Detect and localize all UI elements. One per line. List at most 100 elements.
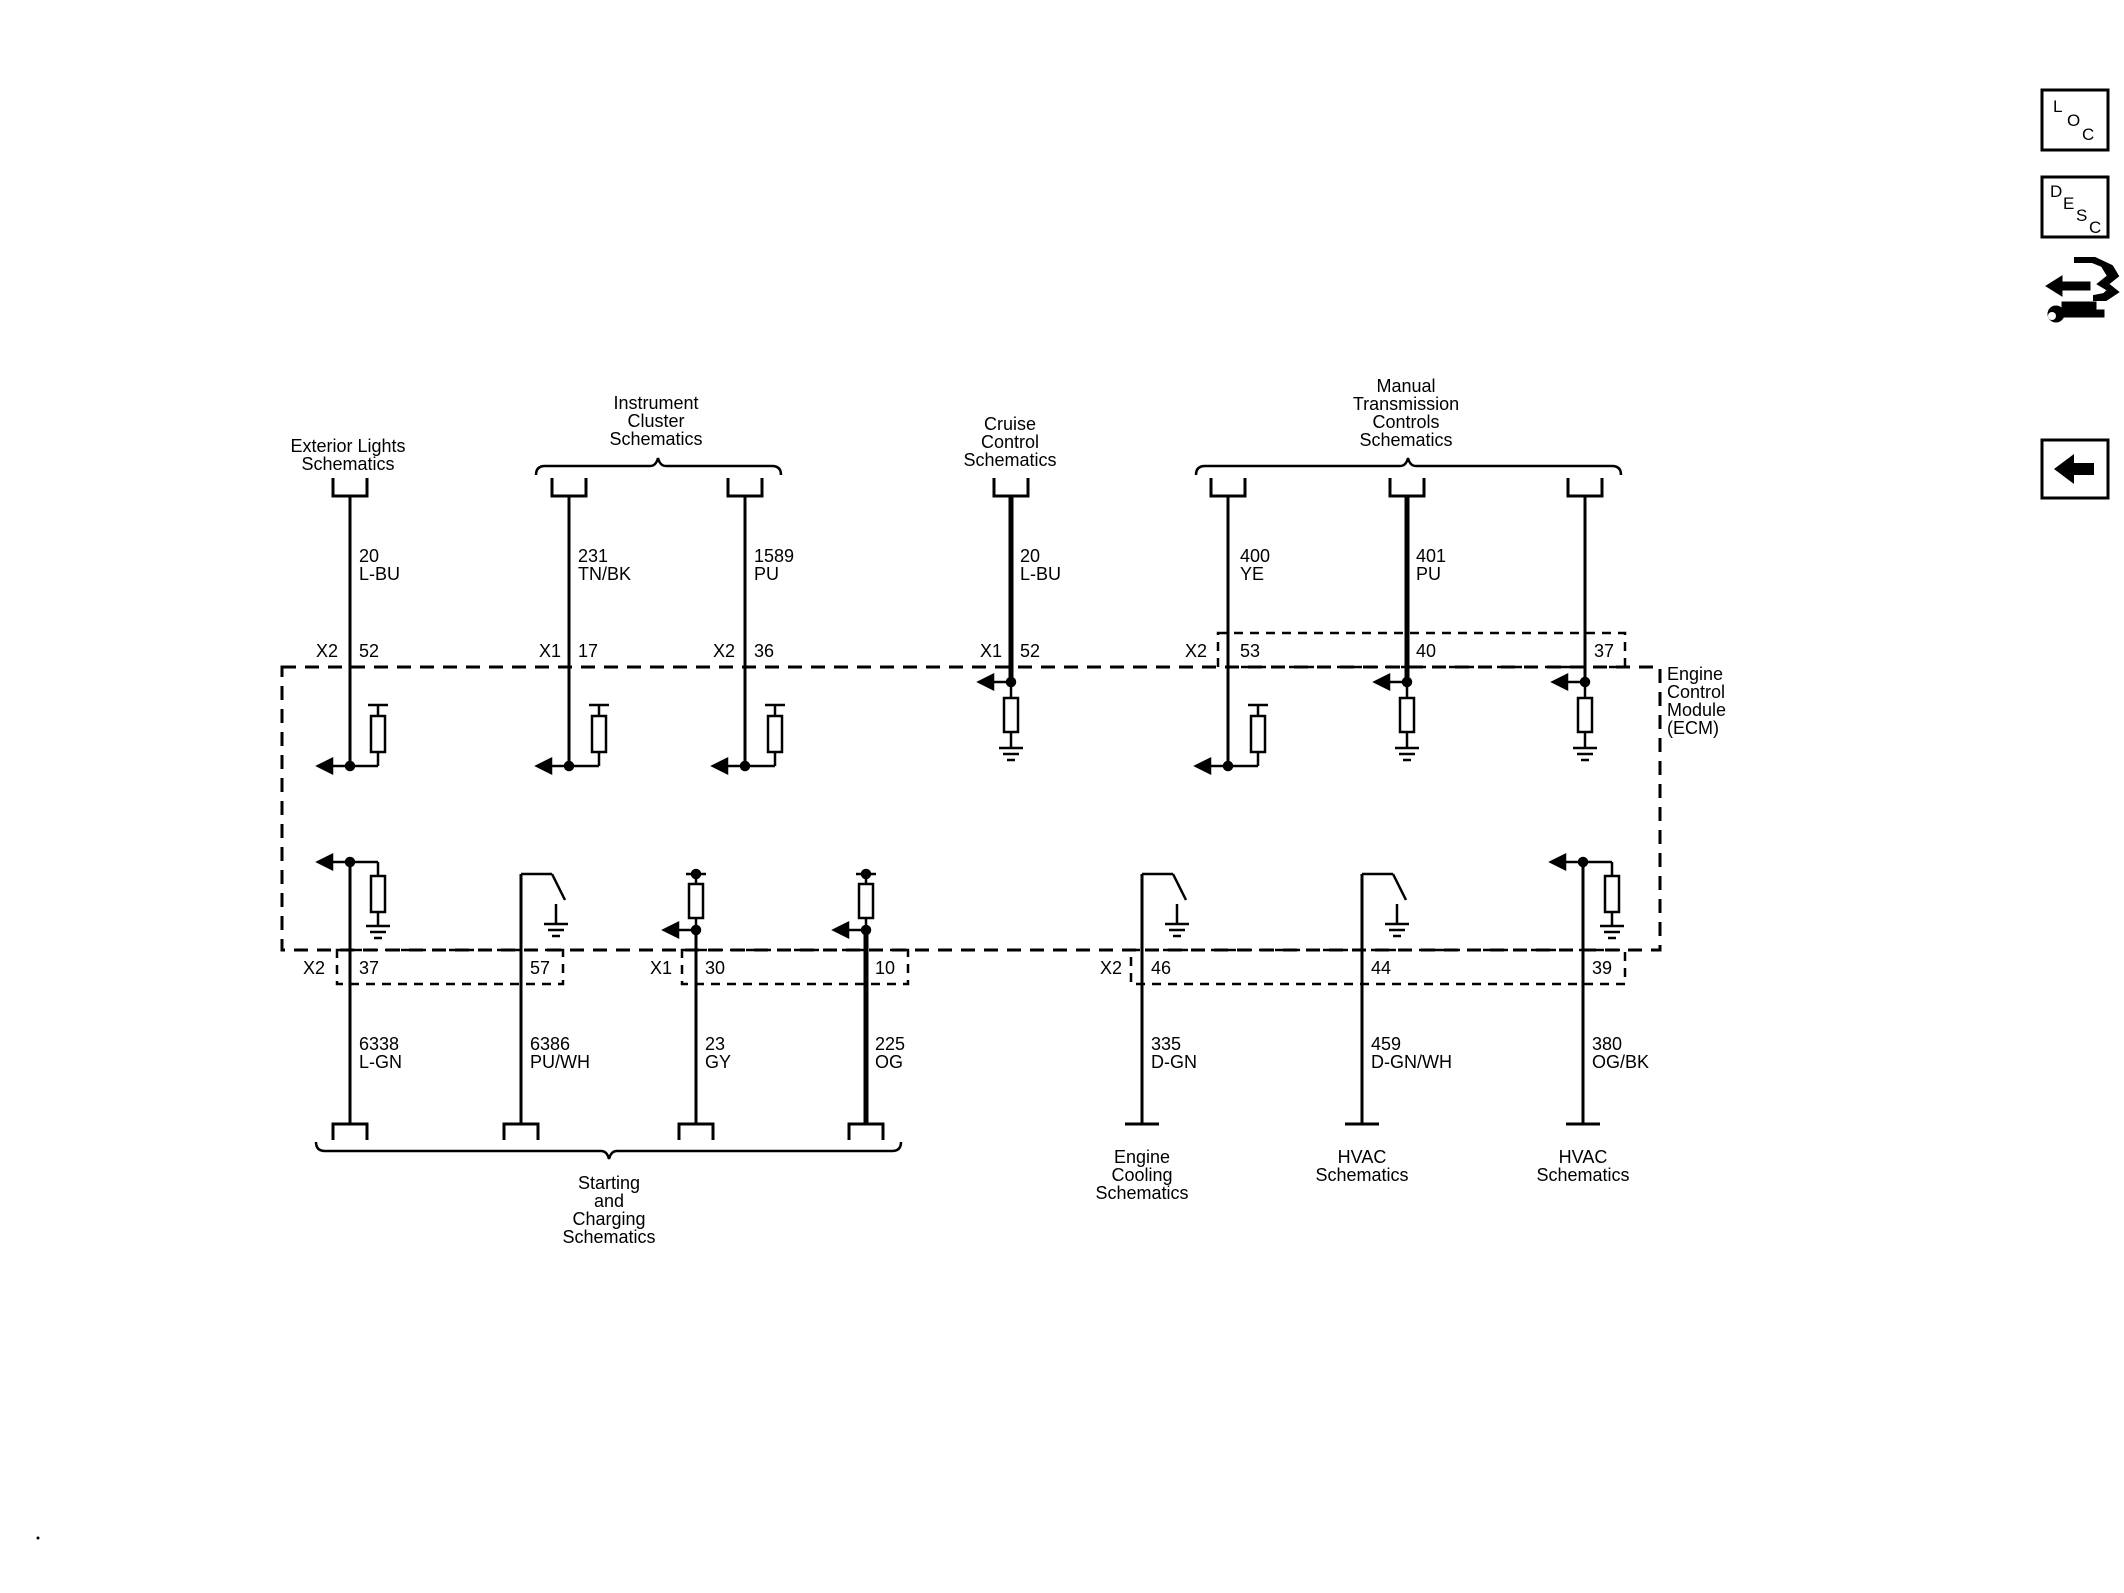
bottom-wire-5: X2 46 335 D-GN <box>1100 874 1197 1126</box>
bottom-wire-3: X1 30 23 GY <box>650 930 731 1140</box>
internal-switch-2 <box>521 872 568 938</box>
wire-pin: 39 <box>1592 958 1612 978</box>
svg-text:Starting: Starting <box>578 1173 640 1193</box>
svg-text:L: L <box>2053 97 2062 116</box>
page-speck <box>36 1536 40 1540</box>
connector-plug-icon <box>677 1122 715 1140</box>
internal-bottom-4 <box>831 868 876 940</box>
wire-connector: X1 <box>539 641 561 661</box>
wire-pin: 30 <box>705 958 725 978</box>
wire-color: PU <box>1416 564 1441 584</box>
title-hvac-1: HVAC Schematics <box>1315 1147 1408 1185</box>
wire-connector: X1 <box>980 641 1002 661</box>
top-wire-3: 1589 PU X2 36 <box>713 478 794 766</box>
wire-color: L-GN <box>359 1052 402 1072</box>
wire-pin: 10 <box>875 958 895 978</box>
connector-plug-icon <box>847 1122 885 1140</box>
bottom-wire-6: 44 459 D-GN/WH <box>1345 874 1452 1126</box>
connector-plug-icon <box>502 1122 540 1140</box>
wire-color: YE <box>1240 564 1264 584</box>
internal-bottom-3 <box>661 868 706 940</box>
wire-color: L-BU <box>359 564 400 584</box>
wire-connector: X2 <box>1185 641 1207 661</box>
svg-text:Schematics: Schematics <box>562 1227 655 1247</box>
connector-box-bottom-1 <box>335 948 565 986</box>
wire-circuit: 1589 <box>754 546 794 566</box>
wire-color: D-GN/WH <box>1371 1052 1452 1072</box>
svg-text:S: S <box>2076 206 2087 225</box>
svg-text:Control: Control <box>981 432 1039 452</box>
wire-color: TN/BK <box>578 564 631 584</box>
connector-boxes <box>335 631 1627 986</box>
wire-pin: 44 <box>1371 958 1391 978</box>
desc-button[interactable]: D E S C <box>2040 175 2110 239</box>
wire-connector: X2 <box>713 641 735 661</box>
bottom-wire-1: X2 37 6338 L-GN <box>303 862 402 1140</box>
internal-pullup-1 <box>315 703 388 776</box>
svg-text:Schematics: Schematics <box>1359 430 1452 450</box>
svg-text:Engine: Engine <box>1114 1147 1170 1167</box>
wire-color: GY <box>705 1052 731 1072</box>
loc-button[interactable]: L O C <box>2040 88 2110 152</box>
wire-circuit: 225 <box>875 1034 905 1054</box>
wire-pin: 36 <box>754 641 774 661</box>
wire-pin: 52 <box>359 641 379 661</box>
svg-text:Instrument: Instrument <box>613 393 698 413</box>
wire-color: PU/WH <box>530 1052 590 1072</box>
top-braces <box>534 457 1623 476</box>
title-instrument-cluster: Instrument Cluster Schematics <box>609 393 702 449</box>
wire-circuit: 459 <box>1371 1034 1401 1054</box>
svg-text:HVAC: HVAC <box>1338 1147 1387 1167</box>
wire-pin: 40 <box>1416 641 1436 661</box>
svg-text:Schematics: Schematics <box>1095 1183 1188 1203</box>
wire-pin: 53 <box>1240 641 1260 661</box>
wire-circuit: 335 <box>1151 1034 1181 1054</box>
connector-socket-icon <box>1566 478 1604 498</box>
top-wire-7: 37 <box>1566 478 1614 682</box>
wire-pin: 57 <box>530 958 550 978</box>
svg-text:Cruise: Cruise <box>984 414 1036 434</box>
title-engine-cooling: Engine Cooling Schematics <box>1095 1147 1188 1203</box>
wire-connector: X2 <box>316 641 338 661</box>
internal-switch-6 <box>1362 872 1409 938</box>
title-cruise-control: Cruise Control Schematics <box>963 414 1056 470</box>
svg-text:Schematics: Schematics <box>609 429 702 449</box>
svg-text:and: and <box>594 1191 624 1211</box>
svg-text:E: E <box>2063 194 2074 213</box>
wire-circuit: 20 <box>359 546 379 566</box>
internal-pulldown-6 <box>1372 672 1419 762</box>
svg-text:Schematics: Schematics <box>301 454 394 474</box>
svg-text:Manual: Manual <box>1376 376 1435 396</box>
wire-circuit: 380 <box>1592 1034 1622 1054</box>
wire-pin: 52 <box>1020 641 1040 661</box>
ecm-module-outline <box>280 665 1662 952</box>
wire-circuit: 6338 <box>359 1034 399 1054</box>
title-starting-charging: Starting and Charging Schematics <box>562 1173 655 1247</box>
connector-socket-icon <box>1209 478 1247 498</box>
module-label-line-2: Control <box>1667 682 1725 702</box>
connector-wrench-icon[interactable] <box>2045 257 2120 323</box>
wire-pin: 46 <box>1151 958 1171 978</box>
wire-circuit: 400 <box>1240 546 1270 566</box>
connector-box-top-right <box>1216 631 1627 669</box>
top-wire-6: 401 PU 40 <box>1388 478 1446 682</box>
back-button[interactable] <box>2040 438 2110 500</box>
wire-circuit: 23 <box>705 1034 725 1054</box>
internal-pullup-3 <box>710 703 785 776</box>
brace-manual-transmission <box>1194 457 1623 476</box>
module-label: Engine Control Module (ECM) <box>1667 664 1726 738</box>
wire-color: PU <box>754 564 779 584</box>
top-wire-2: 231 TN/BK X1 17 <box>539 478 631 766</box>
module-label-line-4: (ECM) <box>1667 718 1719 738</box>
svg-text:Cluster: Cluster <box>627 411 684 431</box>
top-wire-5: 400 YE X2 53 <box>1185 478 1270 766</box>
svg-text:HVAC: HVAC <box>1559 1147 1608 1167</box>
wire-color: OG/BK <box>1592 1052 1649 1072</box>
wire-color: L-BU <box>1020 564 1061 584</box>
title-exterior-lights: Exterior Lights Schematics <box>290 436 405 474</box>
bottom-wire-2: 57 6386 PU/WH <box>502 874 590 1140</box>
svg-text:Transmission: Transmission <box>1353 394 1459 414</box>
wire-circuit: 231 <box>578 546 608 566</box>
wire-circuit: 6386 <box>530 1034 570 1054</box>
